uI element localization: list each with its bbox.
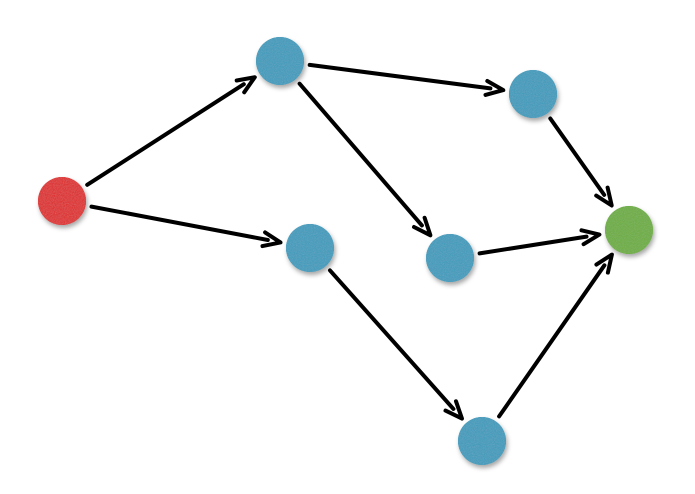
- node-start-texture: [38, 177, 86, 225]
- edge-line: [477, 234, 589, 256]
- edges: [85, 62, 614, 421]
- edge-start-to-middle: [89, 204, 283, 249]
- edge-bottom-to-end: [497, 252, 614, 419]
- arrow-head-icon: [412, 215, 433, 238]
- edge-line: [497, 263, 607, 419]
- arrow-head-icon: [260, 230, 283, 249]
- edge-start-to-top: [85, 75, 257, 187]
- edge-line: [89, 204, 270, 242]
- node-top-texture: [256, 37, 304, 85]
- node-end-texture: [605, 206, 653, 254]
- edge-middle-to-bottom: [328, 268, 464, 421]
- arrow-head-icon: [234, 75, 257, 95]
- edge-top-to-center-right: [297, 81, 433, 238]
- edge-line: [297, 81, 424, 228]
- edge-line: [85, 82, 246, 187]
- edge-center-right-to-end: [477, 228, 602, 256]
- node-top-right-texture: [509, 70, 557, 118]
- arrow-head-icon: [594, 185, 614, 208]
- node-bottom-texture: [458, 417, 506, 465]
- edge-line: [328, 268, 456, 411]
- nodes: [38, 37, 653, 465]
- arrow-head-icon: [579, 228, 602, 247]
- edge-top-to-top-right: [307, 62, 506, 97]
- edge-top-right-to-end: [548, 116, 614, 208]
- edge-line: [307, 62, 493, 91]
- arrow-head-icon: [594, 252, 614, 275]
- arrow-head-icon: [443, 399, 464, 421]
- edge-line: [548, 116, 607, 197]
- arrow-head-icon: [483, 79, 506, 97]
- node-middle-texture: [286, 224, 334, 272]
- node-center-right-texture: [426, 234, 474, 282]
